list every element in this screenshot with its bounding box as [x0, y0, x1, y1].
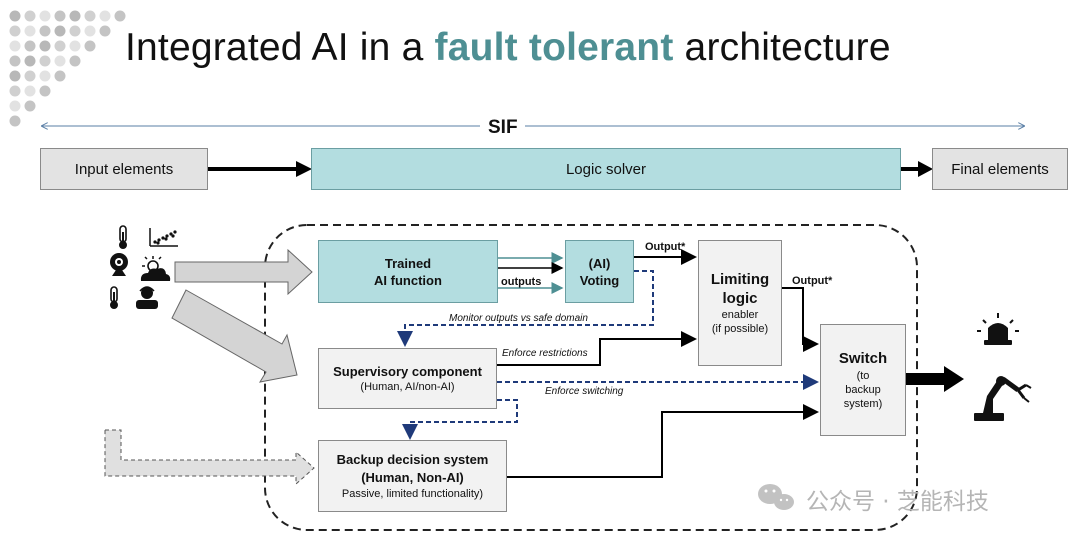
person-icon — [136, 286, 158, 309]
decorative-dot — [24, 40, 36, 52]
decorative-dot — [9, 55, 21, 67]
enforce-switching-label: Enforce switching — [545, 386, 624, 397]
decorative-dot — [69, 10, 81, 22]
weather-icon — [140, 256, 171, 281]
decorative-dot — [54, 70, 66, 82]
external-to-backup-arrow — [104, 429, 315, 486]
output-star-label-2: Output* — [792, 275, 833, 287]
decorative-dot — [9, 10, 21, 22]
ai-voting-box: (AI)Voting — [565, 240, 634, 303]
decorative-dot — [99, 10, 111, 22]
logic-solver-box: Logic solver — [311, 148, 901, 190]
sif-label: SIF — [488, 117, 518, 138]
decorative-dot — [39, 10, 51, 22]
input-elements-box: Input elements — [40, 148, 208, 190]
decorative-dot — [69, 40, 81, 52]
sensor-to-supervisory-arrow — [171, 289, 298, 383]
decorative-dot — [69, 55, 81, 67]
decorative-dot — [114, 10, 126, 22]
decorative-dot — [39, 70, 51, 82]
decorative-dot — [54, 10, 66, 22]
switch-box: Switch (to backup system) — [820, 324, 906, 436]
sensor-icons — [110, 225, 178, 309]
decorative-dot — [9, 25, 21, 37]
decorative-dot — [9, 115, 21, 127]
decorative-dot — [54, 25, 66, 37]
scatter-plot-icon — [149, 228, 178, 247]
decorative-dot — [84, 40, 96, 52]
switch-output-arrow — [906, 366, 964, 392]
limiting-logic-box: Limiting logic enabler (if possible) — [698, 240, 782, 366]
backup-decision-system-box: Backup decision system (Human, Non-AI) P… — [318, 440, 507, 512]
decorative-dot — [24, 70, 36, 82]
sensor-to-trained-arrow — [174, 248, 313, 296]
page-title: Integrated AI in a fault tolerant archit… — [125, 26, 891, 69]
decorative-dot — [84, 25, 96, 37]
decorative-dot — [99, 25, 111, 37]
decorative-dot — [39, 25, 51, 37]
decorative-dot — [39, 85, 51, 97]
decorative-dot — [24, 55, 36, 67]
decorative-dot — [54, 55, 66, 67]
decorative-dot — [54, 40, 66, 52]
decorative-dot — [39, 40, 51, 52]
decorative-dot — [39, 55, 51, 67]
final-elements-box: Final elements — [932, 148, 1068, 190]
outputs-label: outputs — [501, 276, 542, 288]
output-star-label-1: Output* — [645, 241, 686, 253]
decorative-dot — [9, 85, 21, 97]
enforce-restrictions-label: Enforce restrictions — [502, 348, 588, 359]
decorative-dot — [24, 10, 36, 22]
decorative-dot — [9, 40, 21, 52]
decorative-dot — [24, 85, 36, 97]
thermometer-icon — [119, 225, 127, 249]
watermark-text: 公众号 · 芝能科技 — [806, 489, 989, 515]
decorative-dot — [24, 25, 36, 37]
decorative-dot-grid — [9, 10, 126, 127]
webcam-icon — [110, 253, 128, 276]
decorative-dot — [84, 10, 96, 22]
decorative-dot — [24, 100, 36, 112]
supervisory-component-box: Supervisory component (Human, AI/non-AI) — [318, 348, 497, 409]
decorative-dot — [9, 70, 21, 82]
decorative-dot — [69, 25, 81, 37]
monitor-outputs-label: Monitor outputs vs safe domain — [449, 313, 588, 324]
thermometer-icon — [110, 286, 118, 309]
decorative-dot — [9, 100, 21, 112]
